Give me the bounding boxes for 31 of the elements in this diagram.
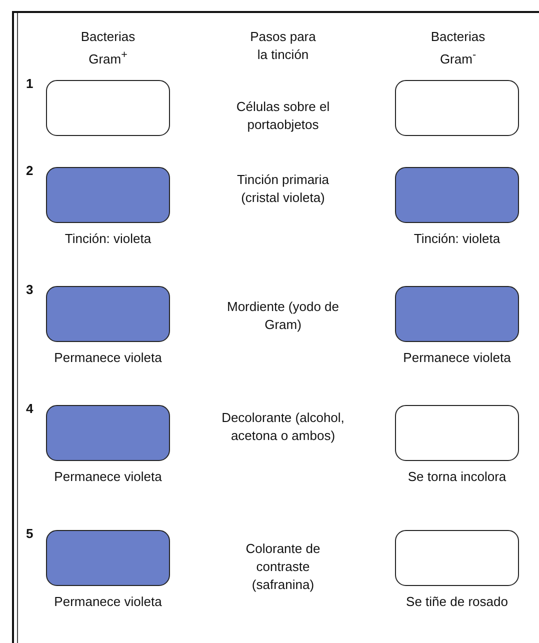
- result-caption: Permanece violeta: [403, 349, 511, 367]
- column-header: Pasos para la tinción: [249, 28, 317, 64]
- step-number: 5: [26, 526, 34, 541]
- cell-box: [46, 167, 170, 223]
- column-header: Bacterias Gram$^{+}$: [80, 28, 136, 68]
- cell-box: [46, 286, 170, 342]
- step-description: Decolorante (alcohol, acetona o ambos): [220, 409, 346, 445]
- cell-box: [46, 80, 170, 136]
- result-caption: Permanece violeta: [54, 593, 162, 611]
- step-description: Células sobre el portaobjetos: [235, 98, 331, 134]
- step-description: Colorante de contraste (safranina): [244, 540, 322, 594]
- result-caption: Permanece violeta: [54, 349, 162, 367]
- result-caption: Permanece violeta: [54, 468, 162, 486]
- result-caption: Tinción: violeta: [64, 230, 152, 248]
- result-caption: Tinción: violeta: [414, 230, 500, 248]
- cell-box: [46, 530, 170, 586]
- cell-box: [395, 286, 519, 342]
- cell-box: [395, 405, 519, 461]
- step-number: 1: [26, 76, 34, 91]
- step-number: 2: [26, 163, 34, 178]
- cell-box: [395, 80, 519, 136]
- step-number: 4: [26, 401, 34, 416]
- cell-box: [395, 167, 519, 223]
- step-description: Tinción primaria (cristal violeta): [236, 171, 330, 207]
- result-caption: Se tiñe de rosado: [406, 593, 508, 611]
- result-caption: Se torna incolora: [408, 468, 506, 486]
- step-description: Mordiente (yodo de Gram): [227, 298, 339, 334]
- step-number: 3: [26, 282, 34, 297]
- cell-box: [395, 530, 519, 586]
- cell-box: [46, 405, 170, 461]
- column-header: Bacterias Gram$^{-}$: [430, 28, 486, 68]
